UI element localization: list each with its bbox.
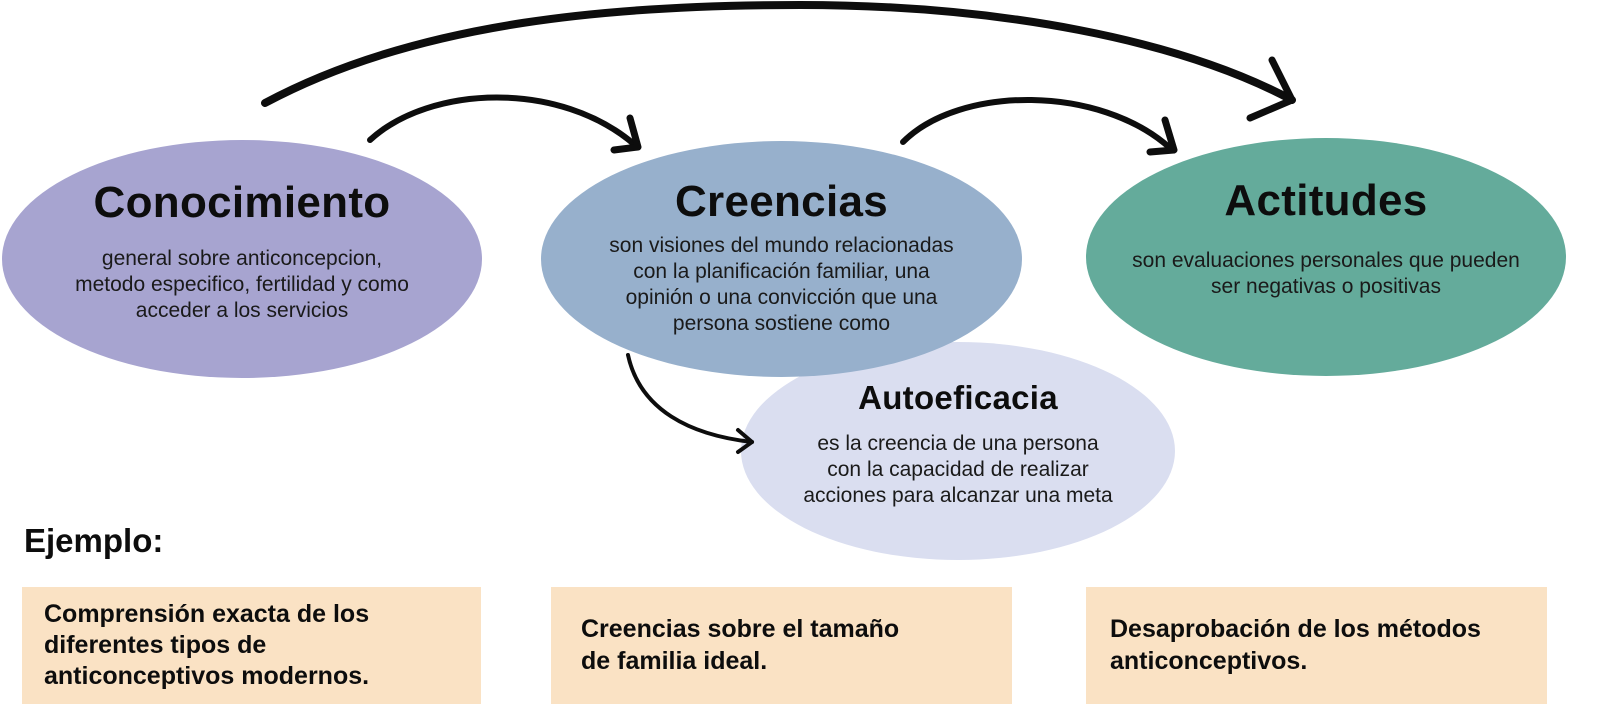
example-box-creencias: Creencias sobre el tamaño de familia ide… xyxy=(551,587,1012,704)
node-actitudes: Actitudes son evaluaciones personales qu… xyxy=(1086,138,1566,376)
node-title: Autoeficacia xyxy=(858,379,1058,416)
arrowhead-conocimiento-to-actitudes xyxy=(1246,56,1296,122)
node-description: son evaluaciones personales que pueden s… xyxy=(1132,249,1520,299)
node-description: es la creencia de una persona con la cap… xyxy=(803,432,1113,508)
example-text: Comprensión exacta de los diferentes tip… xyxy=(44,599,370,691)
arrow-creencias-to-actitudes xyxy=(900,97,1173,151)
arrow-conocimiento-to-creencias xyxy=(367,94,638,148)
node-conocimiento: Conocimiento general sobre anticoncepcio… xyxy=(2,140,482,378)
example-box-conocimiento: Comprensión exacta de los diferentes tip… xyxy=(22,587,481,704)
node-description: son visiones del mundo relacionadas con … xyxy=(609,234,954,336)
node-autoeficacia: Autoeficacia es la creencia de una perso… xyxy=(741,342,1175,560)
node-description: general sobre anticoncepcion, metodo esp… xyxy=(75,247,409,323)
example-box-actitudes: Desaprobación de los métodos anticoncept… xyxy=(1086,587,1547,704)
node-title: Creencias xyxy=(674,177,889,226)
node-title: Actitudes xyxy=(1224,176,1428,225)
arrow-conocimiento-to-actitudes xyxy=(261,1,1296,107)
arrowhead-creencias-to-actitudes xyxy=(1146,116,1178,156)
example-heading: Ejemplo: xyxy=(24,522,164,559)
example-text: Desaprobación de los métodos anticoncept… xyxy=(1110,615,1481,675)
example-text: Creencias sobre el tamaño de familia ide… xyxy=(581,615,900,675)
node-title: Conocimiento xyxy=(93,178,391,227)
node-creencias: Creencias son visiones del mundo relacio… xyxy=(541,141,1022,377)
arrowhead-conocimiento-to-creencias xyxy=(610,114,642,154)
